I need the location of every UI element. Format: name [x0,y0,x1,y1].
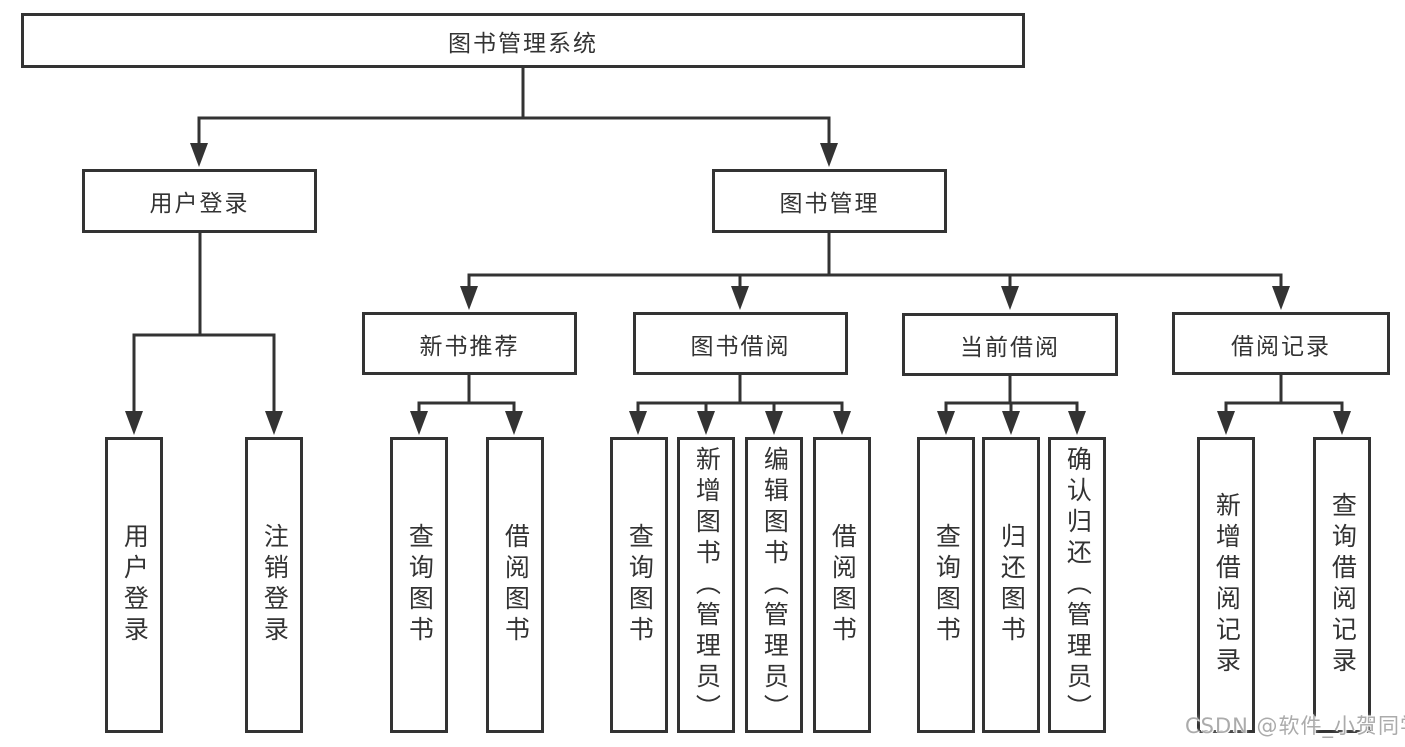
leaf-label: 查询图书 [405,523,435,647]
leaf-borrow-books: 借阅图书 [813,437,871,733]
node-book-management: 图书管理 [712,169,947,233]
leaf-edit-book-admin: 编辑图书（管理员） [745,437,803,733]
leaf-query-books-current: 查询图书 [917,437,975,733]
leaf-label: 查询借阅记录 [1328,492,1358,678]
leaf-label: 用户登录 [120,523,150,647]
leaf-label: 借阅图书 [501,523,531,647]
node-label: 当前借阅 [960,334,1060,361]
leaf-add-book-admin: 新增图书（管理员） [677,437,735,733]
leaf-user-login: 用户登录 [105,437,163,733]
leaf-logout: 注销登录 [245,437,303,733]
leaf-label: 归还图书 [997,523,1027,647]
leaf-label: 查询图书 [625,523,655,647]
node-library-management-system: 图书管理系统 [21,13,1025,68]
arrow-heads [125,143,1351,435]
node-user-login: 用户登录 [82,169,317,233]
node-label: 图书借阅 [690,333,791,360]
leaf-label: 查询图书 [932,523,962,647]
leaf-add-borrow-record: 新增借阅记录 [1197,437,1255,733]
leaf-query-borrow-record: 查询借阅记录 [1313,437,1371,733]
csdn-watermark: CSDN @软件_小贺同学 [1185,714,1405,738]
node-borrowing-records: 借阅记录 [1172,312,1390,375]
node-label: 借阅记录 [1231,333,1331,360]
leaf-label: 新增借阅记录 [1212,492,1242,678]
node-label: 图书管理 [779,191,880,217]
leaf-return-book: 归还图书 [982,437,1040,733]
leaf-query-books-borrow: 查询图书 [610,437,668,733]
leaf-label: 借阅图书 [828,523,858,647]
leaf-confirm-return-admin: 确认归还（管理员） [1048,437,1106,733]
node-label: 图书管理系统 [448,30,598,57]
leaf-label: 确认归还（管理员） [1063,445,1093,725]
leaf-label: 注销登录 [260,523,290,647]
leaf-label: 编辑图书（管理员） [760,445,790,725]
node-new-book-recommend: 新书推荐 [362,312,577,375]
leaf-borrow-books-recommend: 借阅图书 [486,437,544,733]
leaf-query-books-recommend: 查询图书 [390,437,448,733]
node-label: 新书推荐 [419,333,520,360]
node-book-borrowing: 图书借阅 [633,312,848,375]
node-current-borrowing: 当前借阅 [902,313,1118,376]
node-label: 用户登录 [149,191,250,217]
leaf-label: 新增图书（管理员） [692,445,722,725]
